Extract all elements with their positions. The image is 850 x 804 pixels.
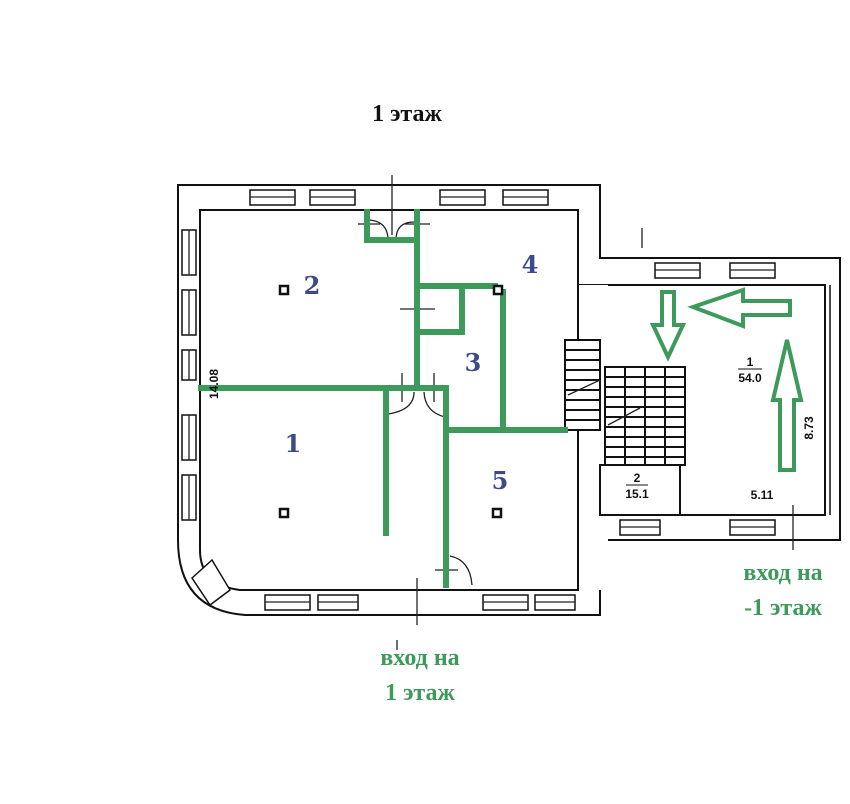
- direction-arrows: [649, 287, 804, 472]
- room-label-4: 4: [522, 250, 539, 279]
- basement-entrance-label-line2: -1 этаж: [744, 595, 822, 621]
- room-label-3: 3: [465, 348, 482, 377]
- annex-room-2-number: 2: [634, 471, 641, 485]
- arrow-up-icon: [770, 339, 804, 472]
- main-entrance-label-line2: 1 этаж: [385, 680, 455, 706]
- arrow-left-icon: [687, 287, 792, 329]
- main-entrance-label-line1: вход на: [380, 645, 459, 671]
- basement-entrance-label-line1: вход на: [743, 560, 822, 586]
- annex-room-1-number: 1: [747, 355, 754, 369]
- columns: [278, 284, 504, 519]
- arrow-down-icon: [649, 290, 687, 362]
- room-label-1: 1: [285, 429, 302, 458]
- annex-room-1-area: 54.0: [738, 371, 762, 385]
- room-label-5: 5: [492, 466, 509, 495]
- floor-title: 1 этаж: [372, 101, 442, 127]
- partitions: [198, 209, 568, 588]
- dimension-left-wall: 14.08: [207, 369, 221, 399]
- annex-room-2-area: 15.1: [625, 487, 649, 501]
- main-building-walls: [177, 184, 841, 616]
- windows: [181, 189, 776, 611]
- staircase: [564, 339, 686, 516]
- room-label-2: 2: [304, 271, 321, 300]
- dimension-annex-width: 5.11: [751, 488, 774, 502]
- dimension-annex-height: 8.73: [802, 416, 816, 440]
